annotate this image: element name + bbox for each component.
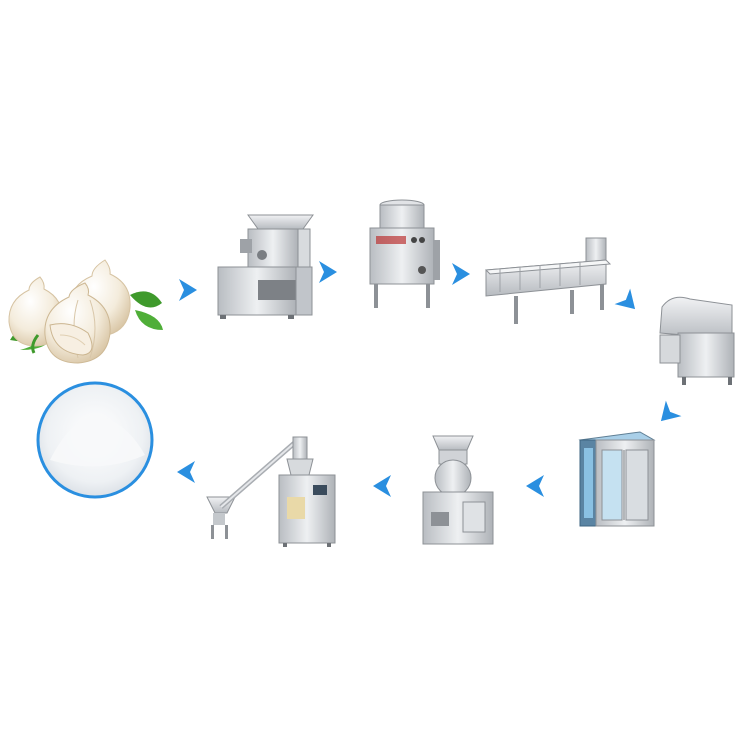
flow-arrow-right-icon	[452, 263, 470, 285]
garlic-bulbs-icon	[8, 259, 163, 364]
clove-separator-machine-icon	[217, 214, 314, 319]
flow-arrow-right-icon	[179, 279, 197, 301]
slicing-machine-icon	[659, 296, 735, 385]
bubble-washing-machine-icon	[484, 237, 612, 324]
drying-oven-icon	[578, 431, 656, 527]
flow-arrow-right-icon	[319, 261, 337, 283]
garlic-peeling-machine-icon	[369, 199, 440, 308]
flow-arrow-left-icon	[526, 475, 544, 497]
flow-arrow-down-left-icon	[660, 400, 682, 422]
garlic-powder-icon	[35, 380, 155, 500]
grinding-mill-icon	[422, 435, 494, 545]
flow-arrow-left-icon	[177, 461, 195, 483]
flow-arrow-down-right-icon	[614, 288, 636, 310]
flow-arrows	[177, 261, 682, 497]
powder-packing-machine-icon	[206, 436, 336, 547]
flow-arrow-left-icon	[373, 475, 391, 497]
